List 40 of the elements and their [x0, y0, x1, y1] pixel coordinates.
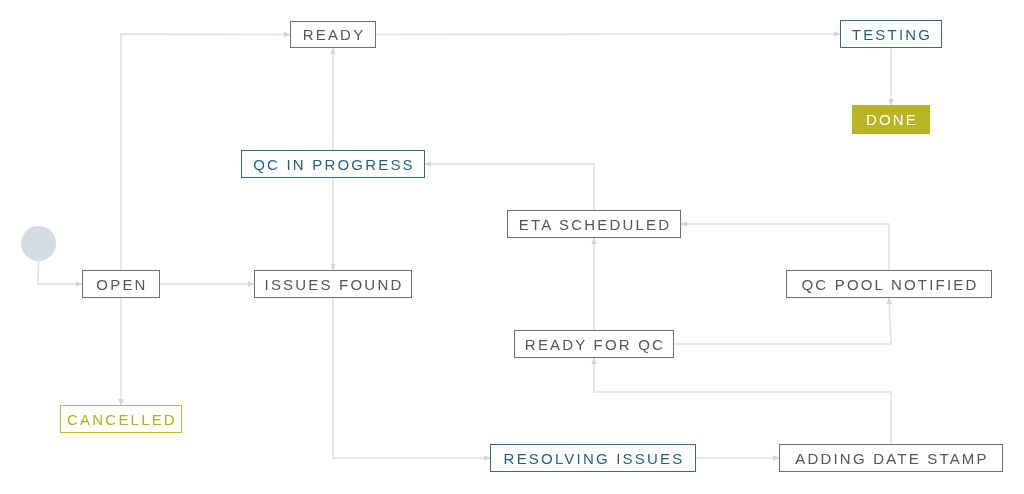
state-box	[290, 21, 376, 48]
arrow	[330, 47, 336, 151]
arrow	[888, 47, 894, 106]
state-box	[507, 210, 681, 238]
state-box	[490, 444, 696, 472]
arrow	[37, 260, 83, 287]
state-box	[786, 270, 992, 298]
arrow	[591, 357, 892, 445]
state-box	[779, 444, 1003, 472]
start-circle	[21, 226, 56, 261]
arrow	[591, 237, 597, 331]
state-label: OPEN	[95, 275, 148, 293]
state-box	[82, 270, 160, 298]
arrow	[332, 297, 491, 461]
state-label: CANCELLED	[66, 410, 177, 428]
arrow	[695, 455, 780, 461]
arrow	[424, 161, 595, 211]
state-label: DONE	[864, 111, 919, 128]
state-label: READY FOR QC	[523, 335, 666, 353]
state-label: ADDING DATE STAMP	[794, 449, 989, 467]
arrow	[120, 31, 291, 271]
arrow	[159, 281, 255, 287]
state-box	[241, 150, 425, 178]
arrow	[680, 221, 890, 271]
state-box	[852, 105, 930, 134]
state-label: QC IN PROGRESS	[252, 155, 415, 173]
state-label: TESTING	[850, 25, 933, 43]
state-box	[254, 270, 412, 298]
state-label: QC POOL NOTIFIED	[800, 275, 979, 293]
state-box	[514, 330, 674, 358]
state-label: ISSUES FOUND	[263, 275, 404, 293]
arrow	[673, 297, 893, 345]
arrow	[118, 297, 124, 406]
arrow	[375, 31, 841, 37]
state-box	[840, 20, 942, 48]
state-label: ETA SCHEDULED	[517, 215, 672, 233]
state-box	[60, 405, 182, 433]
state-label: READY	[301, 26, 366, 43]
arrow	[330, 177, 336, 271]
state-label: RESOLVING ISSUES	[502, 449, 685, 467]
